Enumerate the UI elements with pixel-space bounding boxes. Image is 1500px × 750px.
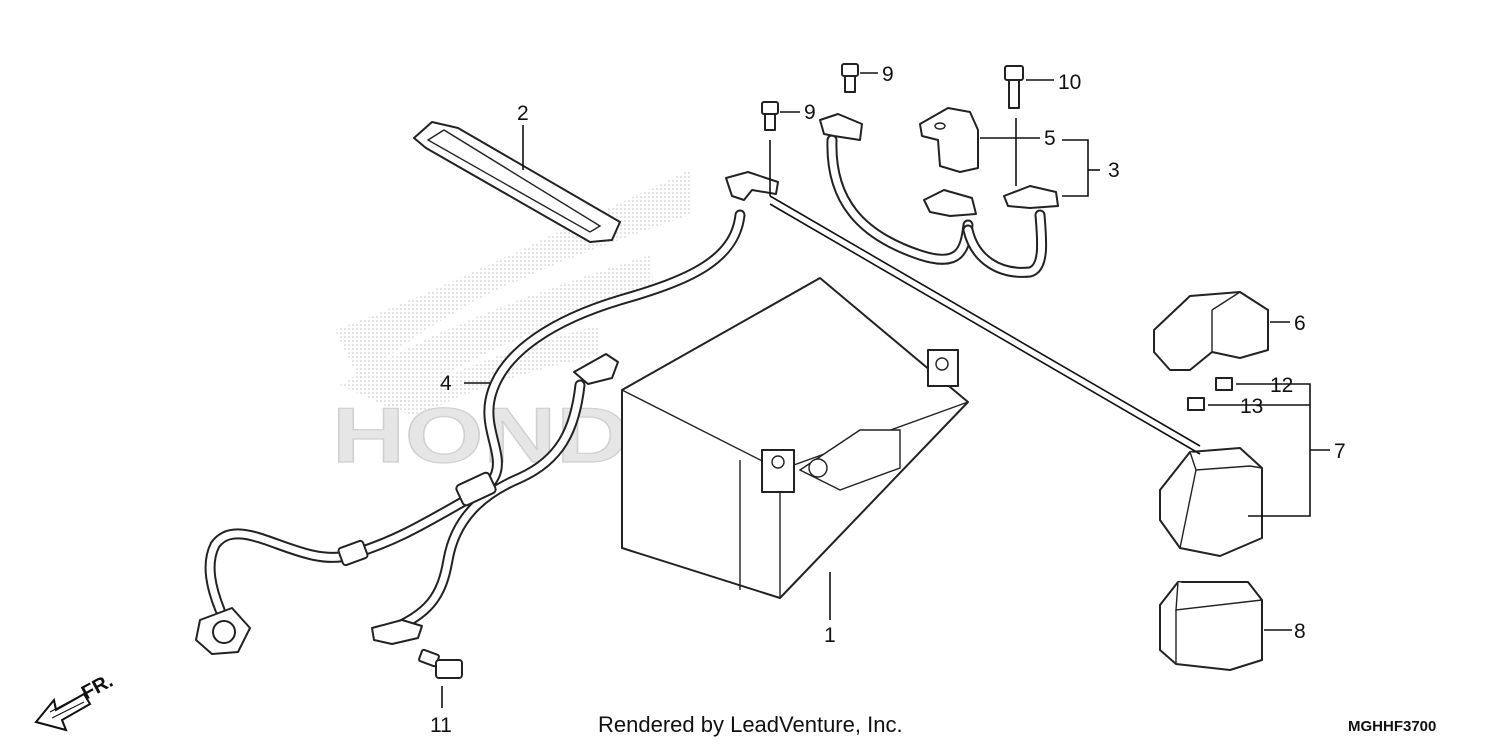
bolt-11 — [418, 648, 463, 679]
battery — [621, 277, 969, 599]
callout-2: 2 — [517, 102, 529, 125]
callout-4: 4 — [440, 372, 452, 395]
sub-harness — [819, 113, 1059, 278]
callout-13: 13 — [1240, 395, 1263, 418]
callout-9a: 9 — [804, 101, 816, 124]
front-direction-arrow — [34, 692, 92, 732]
callout-12: 12 — [1270, 374, 1293, 397]
render-credit: Rendered by LeadVenture, Inc. — [598, 712, 903, 737]
bolt-9a — [761, 101, 779, 131]
callout-5: 5 — [1044, 127, 1056, 150]
diagram-code: MGHHF3700 — [1348, 718, 1436, 735]
callout-1: 1 — [824, 624, 836, 647]
fuse-12 — [1215, 377, 1233, 391]
leader-lines — [441, 72, 1330, 708]
callout-7: 7 — [1334, 440, 1346, 463]
battery-strap — [413, 121, 621, 243]
bolt-10 — [1004, 65, 1024, 109]
callout-10: 10 — [1058, 71, 1081, 94]
fuse-13 — [1187, 397, 1205, 411]
starter-relay — [1159, 447, 1263, 557]
bolt-9b — [841, 63, 859, 93]
callout-9b: 9 — [882, 63, 894, 86]
battery-wire-harness — [195, 171, 779, 655]
callout-3: 3 — [1108, 159, 1120, 182]
callout-6: 6 — [1294, 312, 1306, 335]
relay-cover — [1153, 291, 1269, 371]
callout-11: 11 — [430, 714, 452, 737]
terminal-cover — [919, 107, 979, 173]
callout-8: 8 — [1294, 620, 1306, 643]
relay-case — [1159, 581, 1263, 671]
